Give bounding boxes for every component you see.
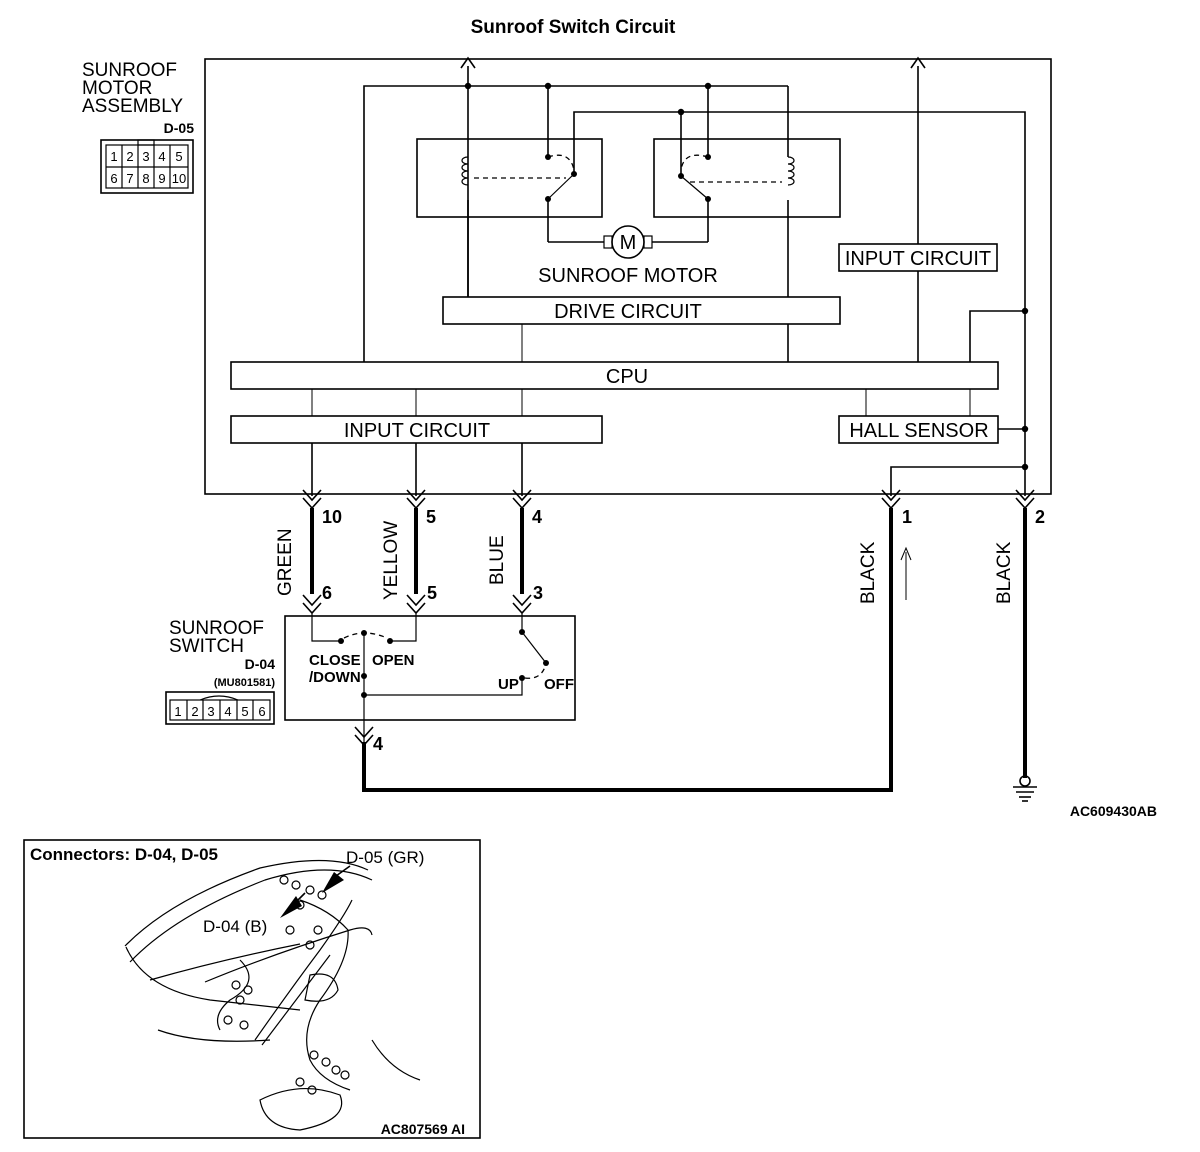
drive-circuit-label: DRIVE CIRCUIT (554, 301, 702, 323)
d05-pin-6: 6 (110, 171, 117, 186)
motor-assembly-name-line-1: SUNROOF (82, 60, 177, 81)
d04-connector-face: 1 2 3 4 5 6 (165, 691, 275, 725)
hall-sensor-block: HALL SENSOR (838, 415, 999, 444)
motor-pin-2: 2 (1035, 507, 1045, 527)
motor-symbol-letter: M (620, 232, 637, 254)
d04-pin-2: 2 (191, 704, 198, 719)
wire-label-blue: BLUE (487, 535, 508, 585)
input-circuit-left-block: INPUT CIRCUIT (230, 415, 603, 444)
motor-pin-10: 10 (322, 507, 342, 527)
input-circuit-right-label: INPUT CIRCUIT (845, 248, 991, 270)
switch-off-label: OFF (544, 676, 574, 693)
d04-pin-5: 5 (241, 704, 248, 719)
d05-pin-7: 7 (126, 171, 133, 186)
sunroof-switch-label: SUNROOF SWITCH D-04 (MU801581) (169, 618, 275, 689)
d04-pin-3: 3 (207, 704, 214, 719)
switch-pin-4: 4 (373, 734, 383, 754)
d05-pin-3: 3 (142, 149, 149, 164)
switch-part-number: (MU801581) (214, 677, 275, 689)
motor-assembly-name-line-3: ASSEMBLY (82, 96, 183, 117)
d04-pin-1: 1 (174, 704, 181, 719)
location-figure-id: AC807569 AI (381, 1121, 465, 1137)
connector-location-title: Connectors: D-04, D-05 (30, 845, 218, 864)
switch-pin-6: 6 (322, 583, 332, 603)
figure-id: AC609430AB (1070, 803, 1157, 819)
cpu-label: CPU (606, 366, 648, 388)
d05-pin-5: 5 (175, 149, 182, 164)
ground-symbol (1013, 775, 1037, 802)
d05-pin-2: 2 (126, 149, 133, 164)
d05-pin-10: 10 (172, 171, 186, 186)
wire-label-yellow: YELLOW (381, 521, 402, 600)
internal-wiring (311, 56, 1026, 496)
switch-contacts (311, 613, 549, 742)
junction-dots (464, 82, 1029, 471)
switch-name-line-2: SWITCH (169, 636, 244, 657)
diagram-title: Sunroof Switch Circuit (471, 17, 676, 38)
motor-symbol: M (548, 225, 708, 259)
drive-circuit-block: DRIVE CIRCUIT (442, 296, 841, 325)
motor-pin-4: 4 (532, 507, 542, 527)
switch-connector-id: D-04 (245, 656, 276, 672)
d04-pin-4: 4 (224, 704, 231, 719)
cpu-block: CPU (230, 361, 999, 390)
input-circuit-left-label: INPUT CIRCUIT (344, 420, 490, 442)
sunroof-switch-outline (284, 615, 576, 721)
switch-up-label: UP (498, 676, 519, 693)
switch-pin-3: 3 (533, 583, 543, 603)
sunroof-motor-label: SUNROOF MOTOR (538, 265, 718, 287)
switch-open-label: OPEN (372, 652, 415, 669)
switch-pin-5: 5 (427, 583, 437, 603)
motor-pin-1: 1 (902, 507, 912, 527)
motor-pin-5: 5 (426, 507, 436, 527)
switch-close-down-line-1: CLOSE (309, 652, 361, 669)
motor-assembly-outline (204, 58, 1052, 495)
d05-pin-9: 9 (158, 171, 165, 186)
current-direction-arrow (900, 546, 912, 600)
d05-connector-face: 1 2 3 4 5 6 7 8 9 10 (100, 139, 194, 194)
d04-pin-6: 6 (258, 704, 265, 719)
motor-assembly-label: SUNROOF MOTOR ASSEMBLY D-05 (82, 60, 194, 136)
input-circuit-right-block: INPUT CIRCUIT (838, 243, 998, 272)
relay-right (653, 138, 841, 242)
wire-label-green: GREEN (275, 528, 296, 596)
motor-assembly-connector-id: D-05 (164, 120, 195, 136)
d04-location-label: D-04 (B) (203, 917, 267, 936)
wire-label-black-2: BLACK (994, 541, 1015, 604)
motor-connector-chevrons (302, 489, 1035, 510)
hall-sensor-label: HALL SENSOR (849, 420, 988, 442)
motor-assembly-name-line-2: MOTOR (82, 78, 152, 99)
switch-close-down-line-2: /DOWN (309, 669, 361, 686)
d05-pin-1: 1 (110, 149, 117, 164)
d05-pin-8: 8 (142, 171, 149, 186)
car-interior-illustration (124, 859, 421, 1131)
connector-location-frame (23, 839, 481, 1139)
harness-wires (310, 508, 1027, 792)
switch-name-line-1: SUNROOF (169, 618, 264, 639)
d05-location-label: D-05 (GR) (346, 848, 424, 867)
wire-label-black-1: BLACK (858, 541, 879, 604)
relay-left (416, 138, 603, 242)
d05-pin-4: 4 (158, 149, 165, 164)
